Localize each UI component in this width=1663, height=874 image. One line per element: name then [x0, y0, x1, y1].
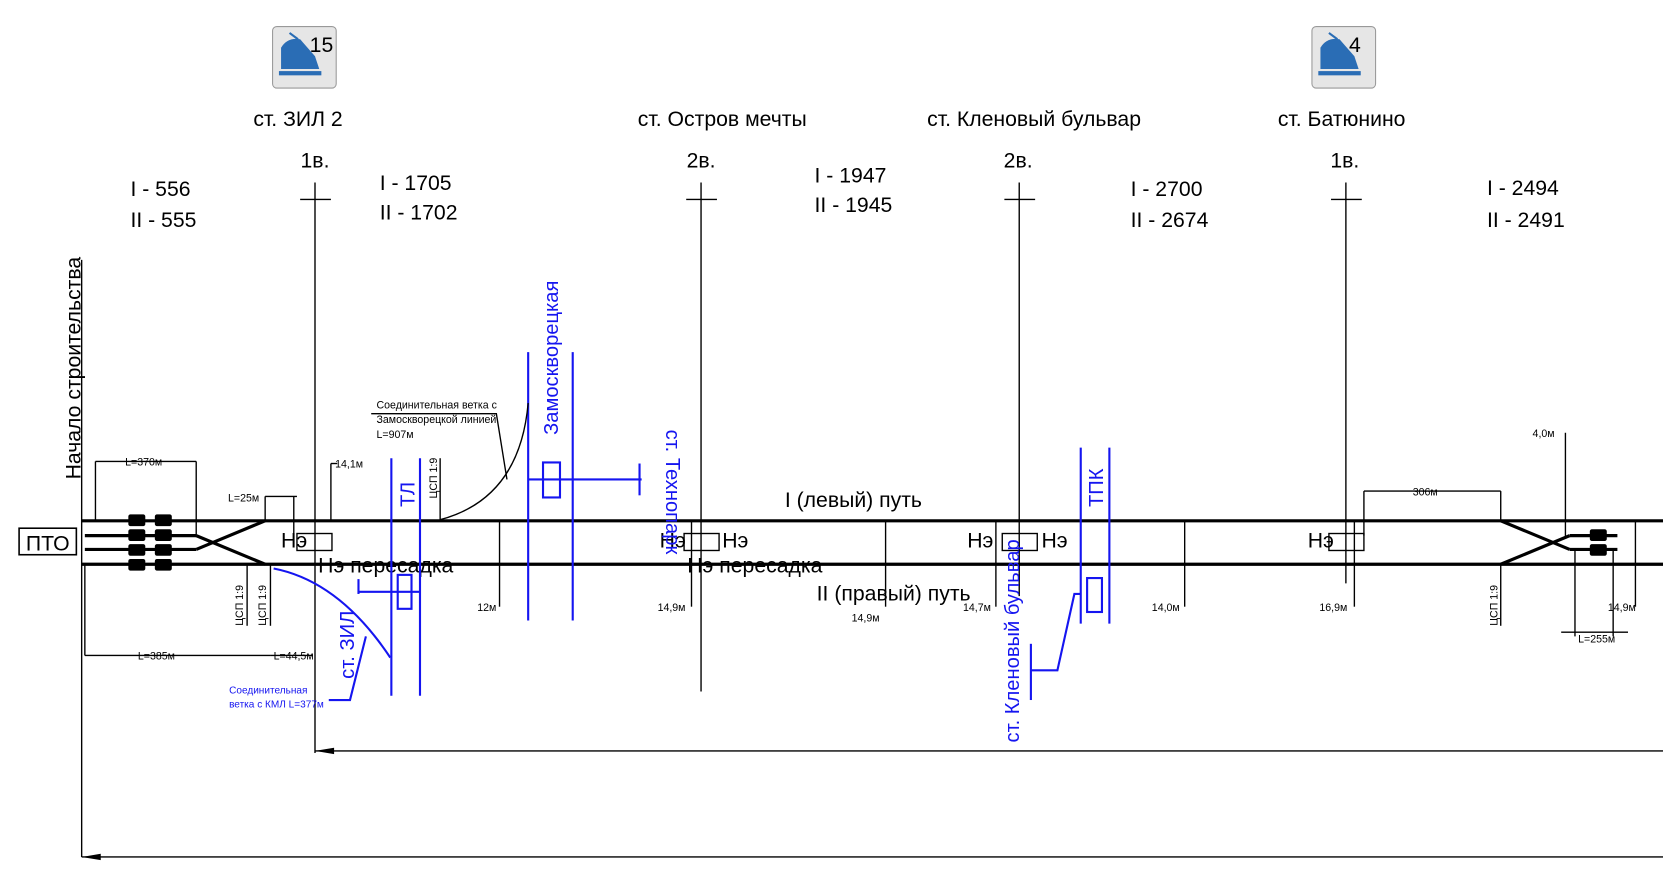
tpk-label: ТПК: [1086, 468, 1108, 507]
branch-curve: [371, 402, 529, 521]
dim-label: 14,9м: [658, 602, 686, 614]
dim-label: L=370м: [125, 457, 162, 469]
dim-label: 14,0м: [1152, 602, 1180, 614]
dim-label: 12м: [477, 602, 496, 614]
dim-label: ЦСП 1:9: [257, 585, 269, 626]
picket-label: 1в.: [301, 150, 330, 173]
branch-line3: L=907м: [377, 429, 414, 441]
train-icon: [278, 32, 322, 76]
dim-label: ЦСП 1:9: [1489, 585, 1501, 626]
track-ii-label: II (правый) путь: [817, 582, 971, 605]
construction-start-label: Начало строительства: [63, 257, 86, 480]
signal-ne: Нэ: [1308, 529, 1334, 552]
picket-label: 2в.: [1004, 150, 1033, 173]
crossing-lines: [273, 352, 1111, 702]
branch-line2: Замоскворецкой линией: [377, 414, 497, 426]
dim-label: 14,7м: [963, 602, 991, 614]
count-ii: II - 2491: [1487, 209, 1565, 232]
depot-box: [18, 527, 78, 556]
signal-ne: Нэ: [722, 529, 748, 552]
station-badge-batyunino: 4: [1311, 26, 1377, 89]
stabled-trains: [128, 514, 1607, 571]
train-icon: [1318, 32, 1361, 76]
station-axes: [80, 182, 1362, 857]
picket-label: 2в.: [687, 150, 716, 173]
zamoskvoretskaya-label: Замоскворецкая: [541, 281, 563, 435]
tl-label: ТЛ: [398, 482, 420, 507]
signal-ne: Нэ: [1041, 529, 1067, 552]
signal-ne: Нэ: [660, 529, 686, 552]
dim-label: 4,0м: [1533, 428, 1555, 440]
count-i: I - 2700: [1131, 178, 1203, 201]
dim-label: L=44,5м: [274, 651, 314, 663]
count-i: I - 556: [130, 178, 190, 201]
count-ii: II - 2674: [1131, 209, 1209, 232]
count-i: I - 1947: [815, 164, 887, 187]
signal-boxes: [296, 532, 1365, 552]
dim-label: 16,9м: [1319, 602, 1347, 614]
dimension-lines: [84, 432, 1637, 657]
depot-label: ПТО: [26, 532, 70, 555]
dim-label: ЦСП 1:9: [234, 585, 246, 626]
station-name: ст. Батюнино: [1278, 108, 1406, 131]
station-name: ст. Остров мечты: [638, 108, 807, 131]
signal-ne: Нэ: [967, 529, 993, 552]
station-badge-zil: 15: [272, 26, 337, 89]
dim-label: ЦСП 1:9: [428, 458, 440, 499]
extent-arrows: [81, 747, 1663, 861]
badge-count: 15: [310, 34, 334, 57]
picket-label: 1в.: [1330, 150, 1359, 173]
zil-label: ст. ЗИЛ: [337, 611, 359, 679]
count-i: I - 1705: [380, 172, 452, 195]
dim-label: L=385м: [138, 651, 175, 663]
dim-label: 14,1м: [335, 459, 363, 471]
count-ii: II - 1945: [815, 194, 893, 217]
dim-label: L=25м: [228, 493, 259, 505]
count-ii: II - 1702: [380, 202, 458, 225]
kml-branch-line1: Соединительная: [229, 686, 307, 697]
signal-transfer: Нэ пересадка: [687, 555, 822, 578]
dim-label: L=255м: [1578, 634, 1615, 646]
station-name: ст. Кленовый бульвар: [927, 108, 1141, 131]
tekhnopark-label: ст. Технопарк: [661, 430, 683, 555]
badge-count: 4: [1349, 34, 1361, 57]
signal-transfer: Нэ пересадка: [318, 555, 453, 578]
klenoviy-label: ст. Кленовый бульвар: [1002, 539, 1024, 742]
dim-label: 14,9м: [852, 613, 880, 625]
kml-branch-line2: ветка с КМЛ L=377м: [229, 699, 324, 710]
dim-label: 306м: [1413, 486, 1438, 498]
dim-label: 14,9м: [1608, 602, 1636, 614]
station-name: ст. ЗИЛ 2: [253, 108, 342, 131]
count-ii: II - 555: [130, 209, 196, 232]
branch-line1: Соединительная ветка с: [377, 399, 498, 411]
count-i: I - 2494: [1487, 177, 1559, 200]
track-i-label: I (левый) путь: [785, 489, 922, 512]
